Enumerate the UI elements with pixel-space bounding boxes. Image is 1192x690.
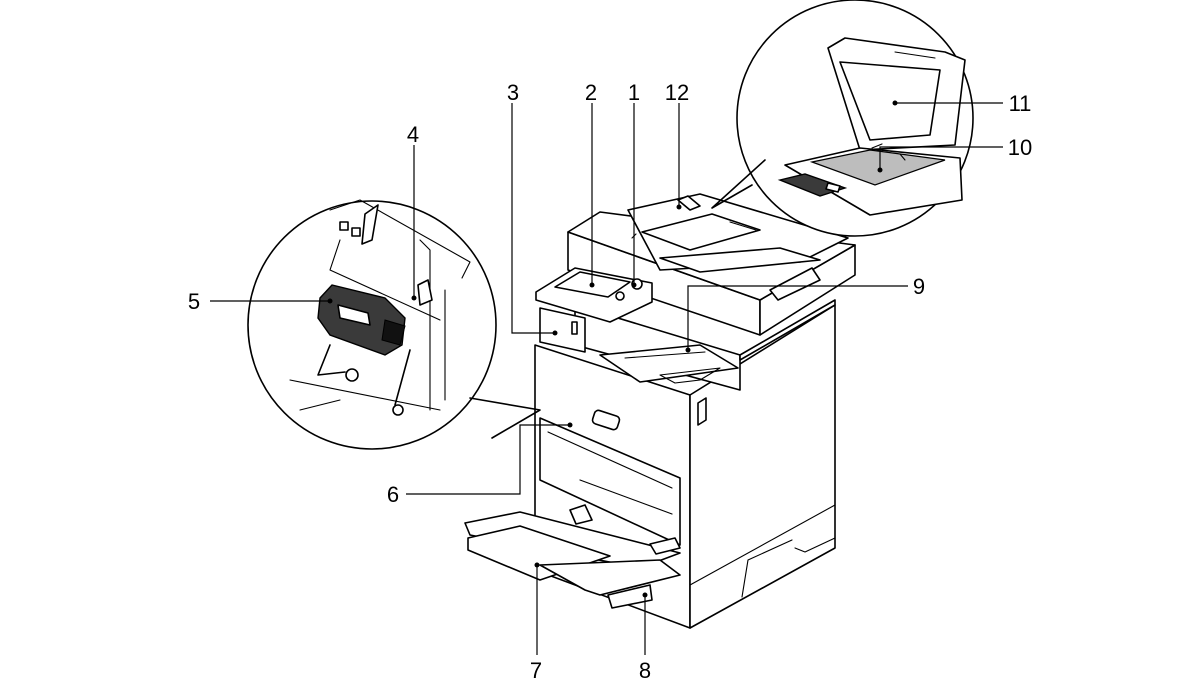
callout-5: 5 (188, 289, 200, 314)
callout-6: 6 (387, 482, 399, 507)
callout-2: 2 (585, 80, 597, 105)
callout-4: 4 (407, 122, 419, 147)
callout-8: 8 (639, 658, 651, 683)
callout-11: 11 (1009, 91, 1032, 116)
leader-lines (210, 100, 1003, 655)
scanner-inset (711, 0, 974, 237)
callout-7: 7 (530, 658, 542, 683)
callout-10: 10 (1008, 135, 1032, 160)
callout-9: 9 (913, 274, 925, 299)
printer-illustration (464, 193, 856, 629)
callout-1: 1 (628, 80, 640, 105)
toner-inset (247, 199, 541, 450)
callout-labels: 1 2 3 4 5 6 7 8 9 10 11 12 (188, 80, 1032, 683)
callout-3: 3 (507, 80, 519, 105)
callout-12: 12 (665, 80, 689, 105)
